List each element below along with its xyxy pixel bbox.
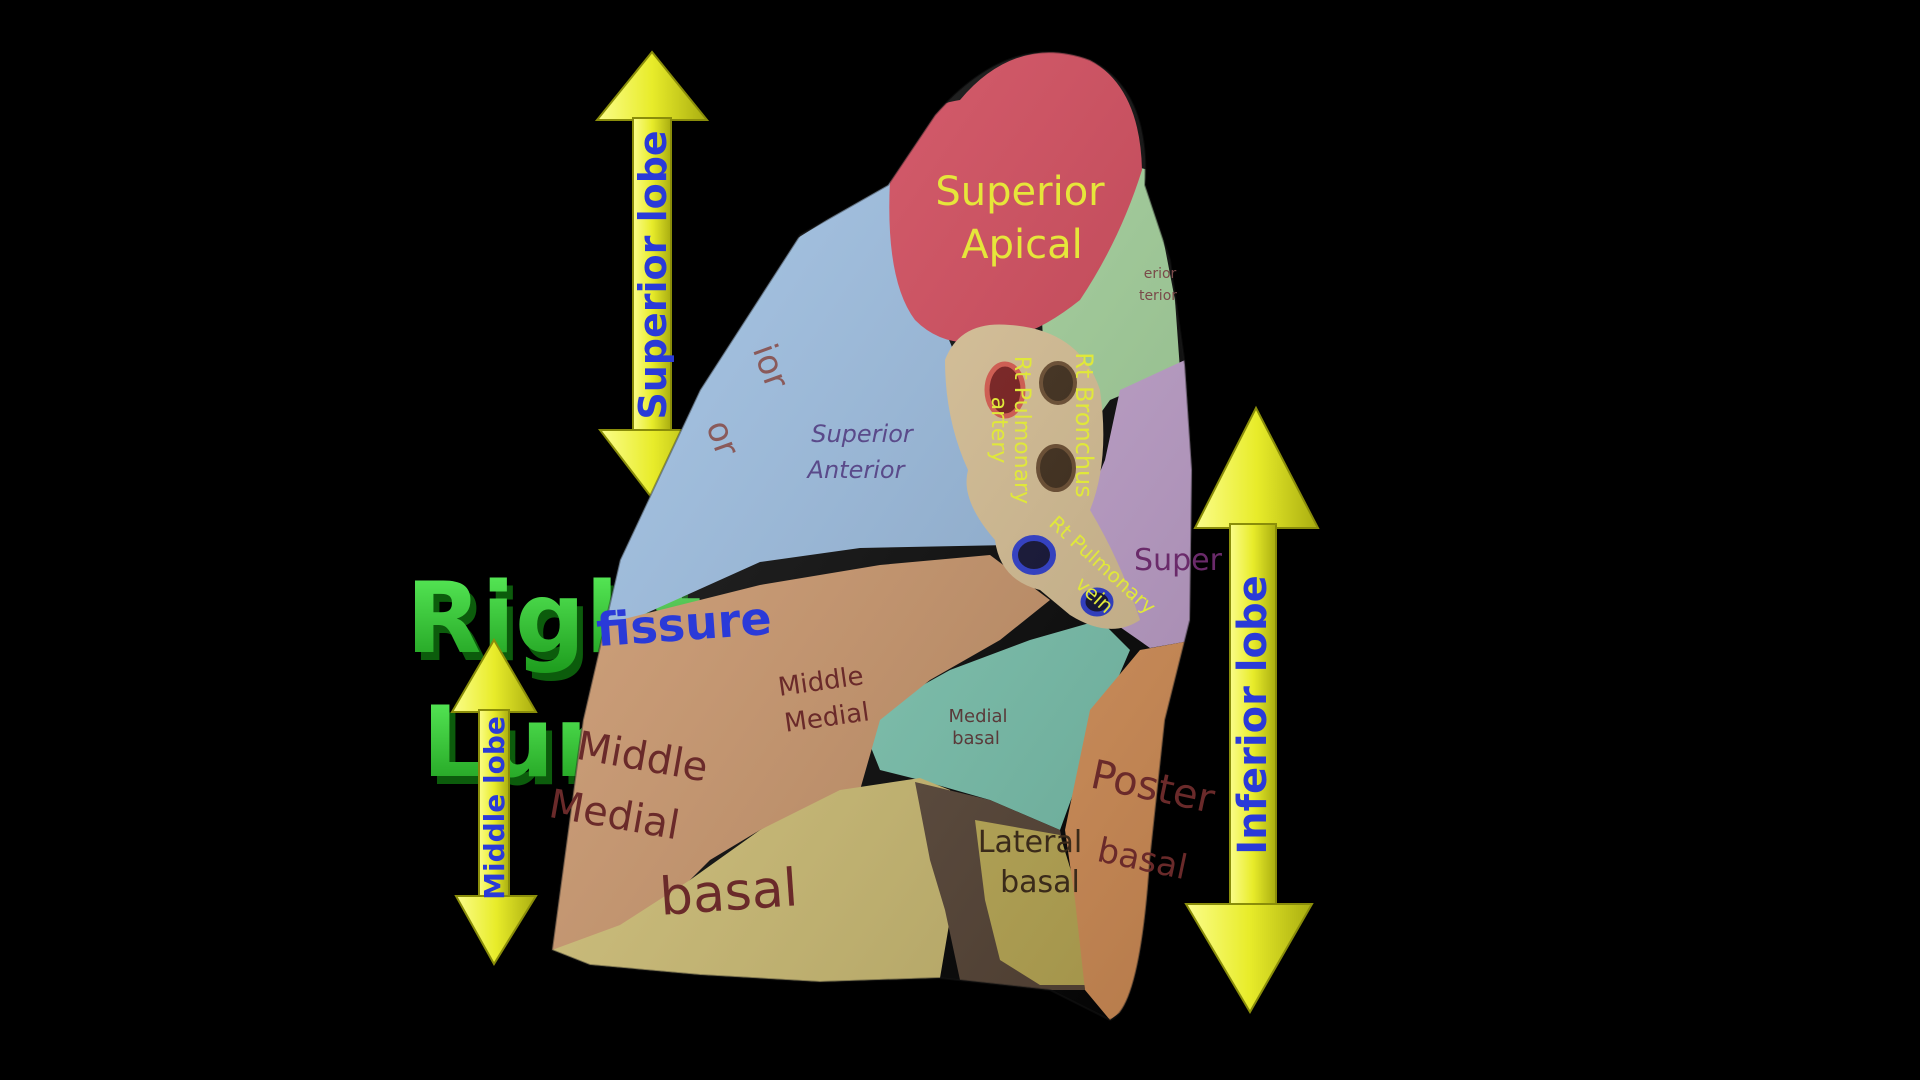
inferior-lobe-arrow: Inferior lobe	[1184, 405, 1320, 1014]
inferior-lobe-label: Inferior lobe	[1230, 575, 1276, 854]
superior-anterior-label-2: Anterior	[806, 456, 907, 484]
middle-lobe-arrow: Middle lobe	[450, 638, 538, 966]
lateral-basal-label-2: basal	[1000, 865, 1080, 900]
superior-right-label: Super	[1134, 543, 1223, 578]
pulmonary-artery-label-2: artery	[986, 397, 1011, 464]
superior-apical-label-2: Apical	[961, 222, 1082, 268]
medial-basal-label-2: basal	[952, 728, 1000, 749]
up-arrowhead-icon	[1193, 405, 1320, 529]
superior-apical-label-1: Superior	[935, 169, 1105, 215]
superior-posterior-label-2: terior	[1139, 288, 1177, 304]
up-arrowhead-icon	[594, 50, 710, 121]
superior-anterior-label-1: Superior	[811, 420, 915, 448]
basal-label: basal	[658, 858, 800, 927]
superior-posterior-label-1: erior	[1144, 266, 1177, 282]
down-arrowhead-icon	[454, 895, 538, 966]
lateral-basal-label-1: Lateral	[978, 825, 1082, 860]
medial-basal-label-1: Medial	[948, 706, 1007, 727]
superior-lobe-arrow: Superior lobe	[594, 50, 710, 500]
bronchus-label: Rt Bronchus	[1070, 352, 1098, 498]
superior-lobe-label: Superior lobe	[631, 130, 675, 419]
pulmonary-artery-label-1: Rt Pulmonary	[1009, 356, 1034, 504]
fissure-label: fissure	[594, 591, 773, 657]
down-arrowhead-icon	[1184, 903, 1314, 1014]
middle-lobe-label: Middle lobe	[478, 716, 511, 900]
lung-outline	[550, 51, 1194, 1022]
